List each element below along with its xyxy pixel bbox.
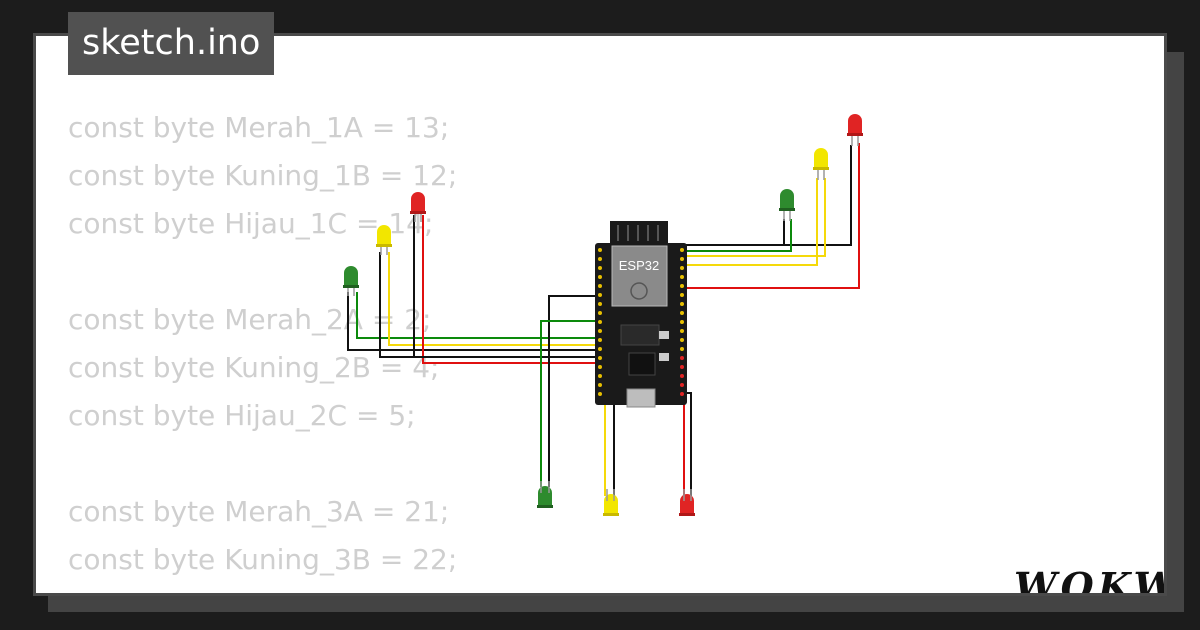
wire-red — [422, 215, 601, 364]
code-line: const byte Merah_3A = 21; — [68, 495, 450, 528]
circuit-diagram: ESP32 — [343, 114, 863, 516]
code-line: const byte Hijau_3C = 23; — [68, 584, 457, 593]
board-label: ESP32 — [619, 258, 659, 273]
wire-yellow — [388, 252, 601, 346]
led-yellow[interactable] — [376, 225, 392, 255]
wire-yellow — [684, 178, 826, 257]
wire-green — [684, 219, 792, 252]
led-green[interactable] — [779, 189, 795, 221]
esp32-board[interactable]: ESP32 — [595, 221, 687, 408]
wire-black — [548, 295, 603, 487]
wire-yellow — [684, 178, 818, 266]
led-yellow[interactable] — [813, 148, 829, 180]
wire-black — [684, 219, 785, 246]
led-yellow[interactable] — [603, 489, 619, 516]
code-line: const byte Kuning_1B = 12; — [68, 159, 458, 192]
wire-black — [413, 215, 601, 358]
code-line: const byte Kuning_3B = 22; — [68, 543, 458, 576]
code-line: const byte Hijau_1C = 14; — [68, 207, 434, 240]
led-red[interactable] — [410, 192, 426, 222]
led-green[interactable] — [537, 481, 553, 508]
project-preview-card: const byte Merah_1A = 13; const byte Kun… — [33, 33, 1167, 596]
led-red[interactable] — [679, 489, 695, 516]
led-red[interactable] — [847, 114, 863, 146]
led-green[interactable] — [343, 266, 359, 296]
code-line: const byte Kuning_2B = 4; — [68, 351, 440, 384]
wire-red — [684, 143, 860, 289]
wire-black — [684, 392, 692, 496]
code-line: const byte Merah_1A = 13; — [68, 111, 450, 144]
wire-black — [347, 292, 601, 351]
code-listing: const byte Merah_1A = 13; const byte Kun… — [68, 104, 458, 593]
file-name-tab[interactable]: sketch.ino — [68, 12, 275, 75]
wire-green — [356, 292, 601, 339]
code-line: const byte Merah_2A = 2; — [68, 303, 432, 336]
wire-black — [379, 252, 601, 358]
code-line: const byte Hijau_2C = 5; — [68, 399, 416, 432]
wokwi-logo: WOKWI — [1014, 564, 1164, 596]
